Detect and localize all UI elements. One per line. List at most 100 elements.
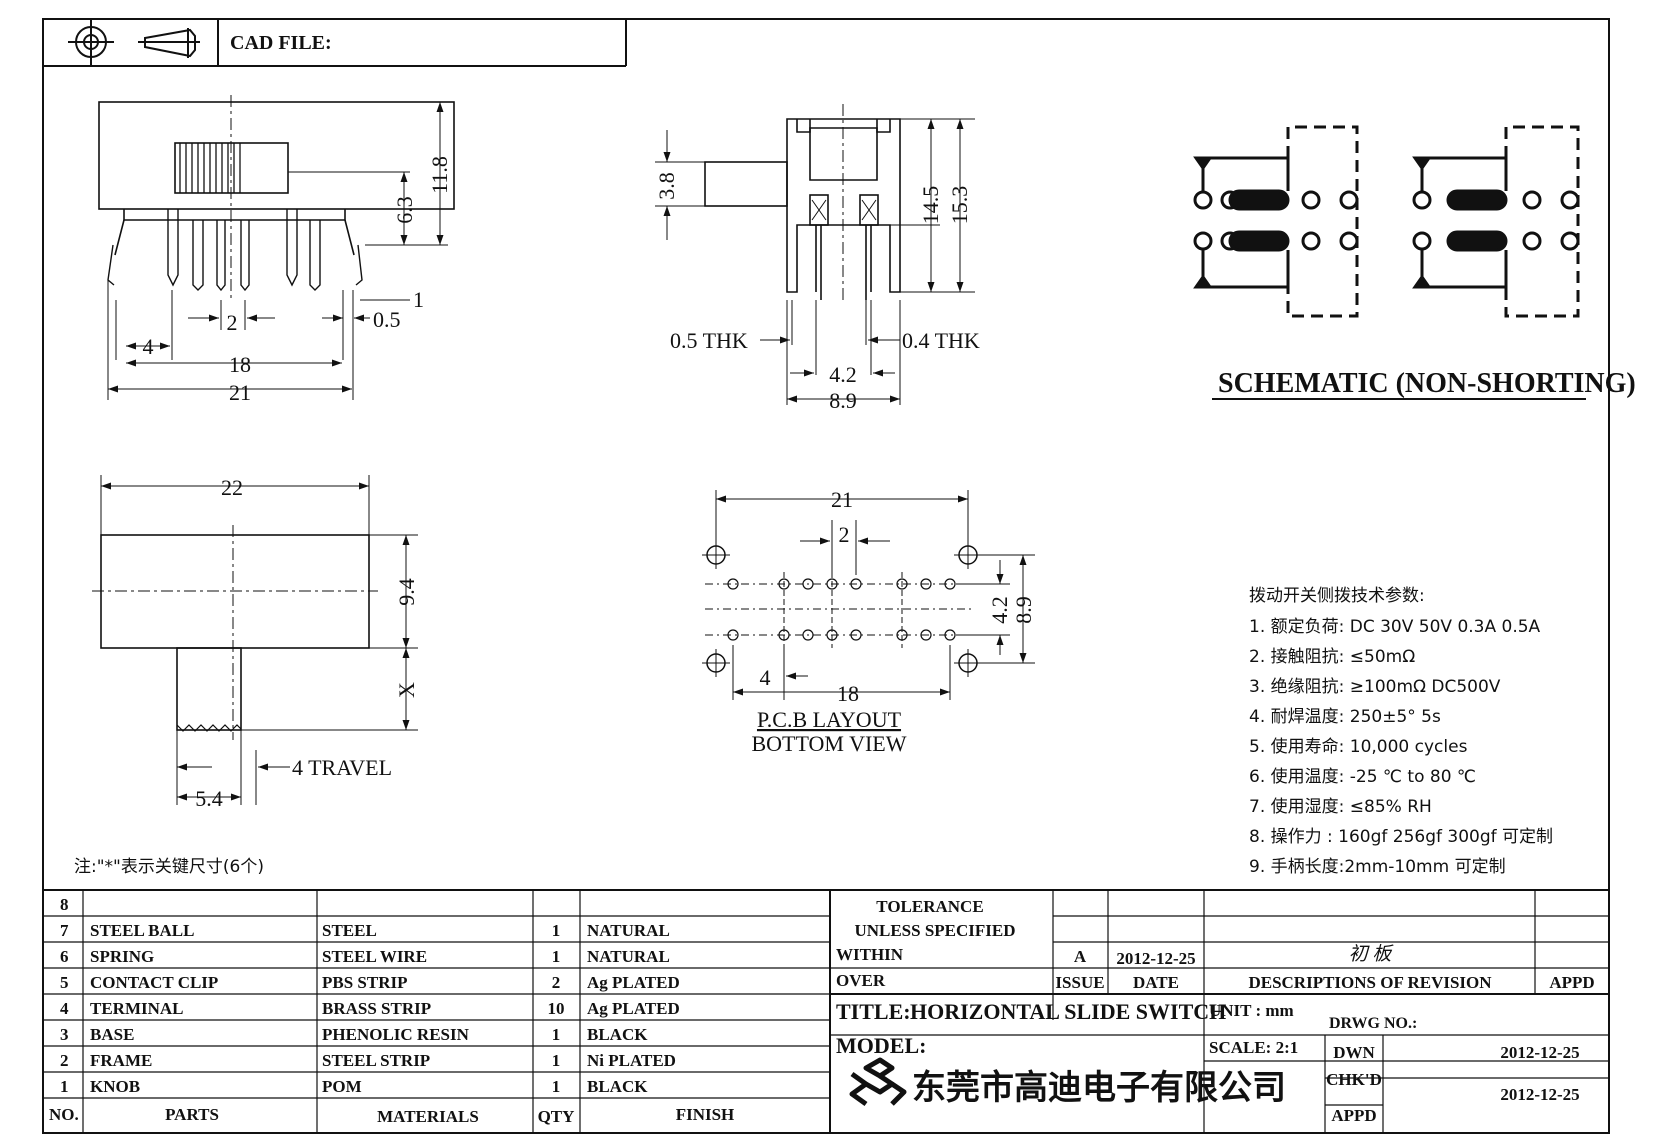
front-dimensions xyxy=(108,101,454,393)
schematic-title: SCHEMATIC (NON-SHORTING) xyxy=(1218,368,1636,399)
tolerance-label: TOLERANCE xyxy=(876,897,983,916)
parts-row-part: BASE xyxy=(90,1025,134,1044)
parts-row-part: CONTACT CLIP xyxy=(90,973,218,992)
parts-header-materials: MATERIALS xyxy=(377,1107,479,1126)
pcb-dimensions xyxy=(715,490,1035,700)
spec-item: 3. 绝缘阻抗: ≥100mΩ DC500V xyxy=(1249,677,1501,697)
parts-header-finish: FINISH xyxy=(676,1105,735,1124)
parts-row-finish: Ag PLATED xyxy=(587,999,680,1018)
parts-row-no: 7 xyxy=(60,921,69,940)
descriptions-label: DESCRIPTIONS OF REVISION xyxy=(1248,973,1492,992)
dim-9-4: 9.4 xyxy=(394,578,419,606)
parts-row-finish: Ag PLATED xyxy=(587,973,680,992)
parts-row-qty: 2 xyxy=(552,973,561,992)
dim-4-front: 4 xyxy=(143,334,154,359)
issue-date: 2012-12-25 xyxy=(1116,949,1195,968)
parts-header-no: NO. xyxy=(49,1105,79,1124)
dim-2-front: 2 xyxy=(227,310,238,335)
parts-row-part: SPRING xyxy=(90,947,154,966)
dim-6-3: 6.3 xyxy=(392,196,417,224)
date-label: DATE xyxy=(1133,973,1179,992)
dwn-label: DWN xyxy=(1333,1043,1375,1062)
side-dimensions xyxy=(655,118,975,405)
parts-table: 8 7 STEEL BALL STEEL 1 NATURAL 6 SPRING … xyxy=(49,895,734,1126)
schematic xyxy=(1193,125,1580,318)
parts-row-finish: BLACK xyxy=(587,1077,648,1096)
parts-row-material: STEEL STRIP xyxy=(322,1051,430,1070)
schematic-pole-left xyxy=(1193,125,1359,318)
dim-11-8: 11.8 xyxy=(427,156,452,194)
parts-row-no: 4 xyxy=(60,999,69,1018)
appd-label: APPD xyxy=(1549,973,1594,992)
parts-row-finish: NATURAL xyxy=(587,947,670,966)
top-dimensions xyxy=(100,475,418,805)
sheet-border xyxy=(42,18,1610,1134)
unless-specified-label: UNLESS SPECIFIED xyxy=(854,921,1015,940)
model-label: MODEL: xyxy=(836,1033,926,1058)
parts-row-finish: BLACK xyxy=(587,1025,648,1044)
unit-label: UNIT : mm xyxy=(1209,1001,1294,1020)
parts-row-finish: Ni PLATED xyxy=(587,1051,676,1070)
spec-item: 2. 接触阻抗: ≤50mΩ xyxy=(1249,647,1415,667)
parts-row-material: PBS STRIP xyxy=(322,973,408,992)
parts-header-parts: PARTS xyxy=(165,1105,219,1124)
title-block: TOLERANCE UNLESS SPECIFIED WITHIN OVER A… xyxy=(836,897,1595,1125)
dim-4-travel: 4 TRAVEL xyxy=(292,755,392,780)
parts-row-no: 3 xyxy=(60,1025,69,1044)
spec-heading: 拨动开关侧拨技术参数: xyxy=(1249,586,1425,606)
parts-row-material: BRASS STRIP xyxy=(322,999,431,1018)
top-view xyxy=(92,525,378,740)
parts-row-no: 8 xyxy=(60,895,69,914)
spec-item: 6. 使用温度: -25 ℃ to 80 ℃ xyxy=(1249,766,1476,787)
over-label: OVER xyxy=(836,971,886,990)
spec-list: 拨动开关侧拨技术参数: 1. 额定负荷: DC 30V 50V 0.3A 0.5… xyxy=(1249,586,1553,877)
truncated-cone-icon xyxy=(138,28,200,58)
appd2-label: APPD xyxy=(1331,1106,1376,1125)
dim-14-5: 14.5 xyxy=(918,186,943,225)
dim-4-2-side: 4.2 xyxy=(829,362,857,387)
spec-item: 1. 额定负荷: DC 30V 50V 0.3A 0.5A xyxy=(1249,617,1541,637)
parts-row-material: PHENOLIC RESIN xyxy=(322,1025,470,1044)
pcb-dim-4-2: 4.2 xyxy=(987,596,1012,624)
chkd-label: CHK'D xyxy=(1326,1070,1382,1089)
pcb-label-layout: P.C.B LAYOUT xyxy=(757,707,902,732)
issue-letter: A xyxy=(1074,947,1087,966)
dim-21-front: 21 xyxy=(229,380,251,405)
dim-18-front: 18 xyxy=(229,352,251,377)
side-view xyxy=(704,104,901,300)
dim-0-5-front: 0.5 xyxy=(373,307,401,332)
parts-row-qty: 10 xyxy=(548,999,565,1018)
spec-item: 8. 操作力 : 160gf 256gf 300gf 可定制 xyxy=(1249,827,1553,847)
dwn-date: 2012-12-25 xyxy=(1500,1043,1579,1062)
dim-8-9-side: 8.9 xyxy=(829,388,857,413)
parts-row-qty: 1 xyxy=(552,921,561,940)
drwg-no-label: DRWG NO.: xyxy=(1329,1015,1417,1032)
dim-5-4: 5.4 xyxy=(195,786,223,811)
dim-x: X xyxy=(394,682,419,698)
revision-description: 初 板 xyxy=(1349,944,1395,965)
dim-15-3: 15.3 xyxy=(947,186,972,225)
chkd-date: 2012-12-25 xyxy=(1500,1085,1579,1104)
issue-label: ISSUE xyxy=(1055,973,1104,992)
spec-item: 9. 手柄长度:2mm-10mm 可定制 xyxy=(1249,857,1506,877)
parts-row-part: TERMINAL xyxy=(90,999,184,1018)
parts-row-part: STEEL BALL xyxy=(90,921,194,940)
pcb-layout xyxy=(702,541,982,677)
front-view xyxy=(98,95,455,400)
company-name: 东莞市高迪电子有限公司 xyxy=(912,1068,1286,1108)
parts-row-part: KNOB xyxy=(90,1077,140,1096)
table-grid xyxy=(43,889,1609,1133)
parts-row-part: FRAME xyxy=(90,1051,152,1070)
dim-3-8: 3.8 xyxy=(654,172,679,200)
title-label: TITLE: xyxy=(836,999,911,1024)
pcb-dim-21: 21 xyxy=(831,487,853,512)
parts-row-material: POM xyxy=(322,1077,362,1096)
header-strip: CAD FILE: xyxy=(43,19,627,67)
drawing-title: HORIZONTAL SLIDE SWITCH xyxy=(910,999,1226,1024)
parts-header-qty: QTY xyxy=(538,1107,575,1126)
parts-row-qty: 1 xyxy=(552,1051,561,1070)
parts-row-no: 2 xyxy=(60,1051,69,1070)
company-logo xyxy=(849,1057,907,1107)
within-label: WITHIN xyxy=(836,945,904,964)
